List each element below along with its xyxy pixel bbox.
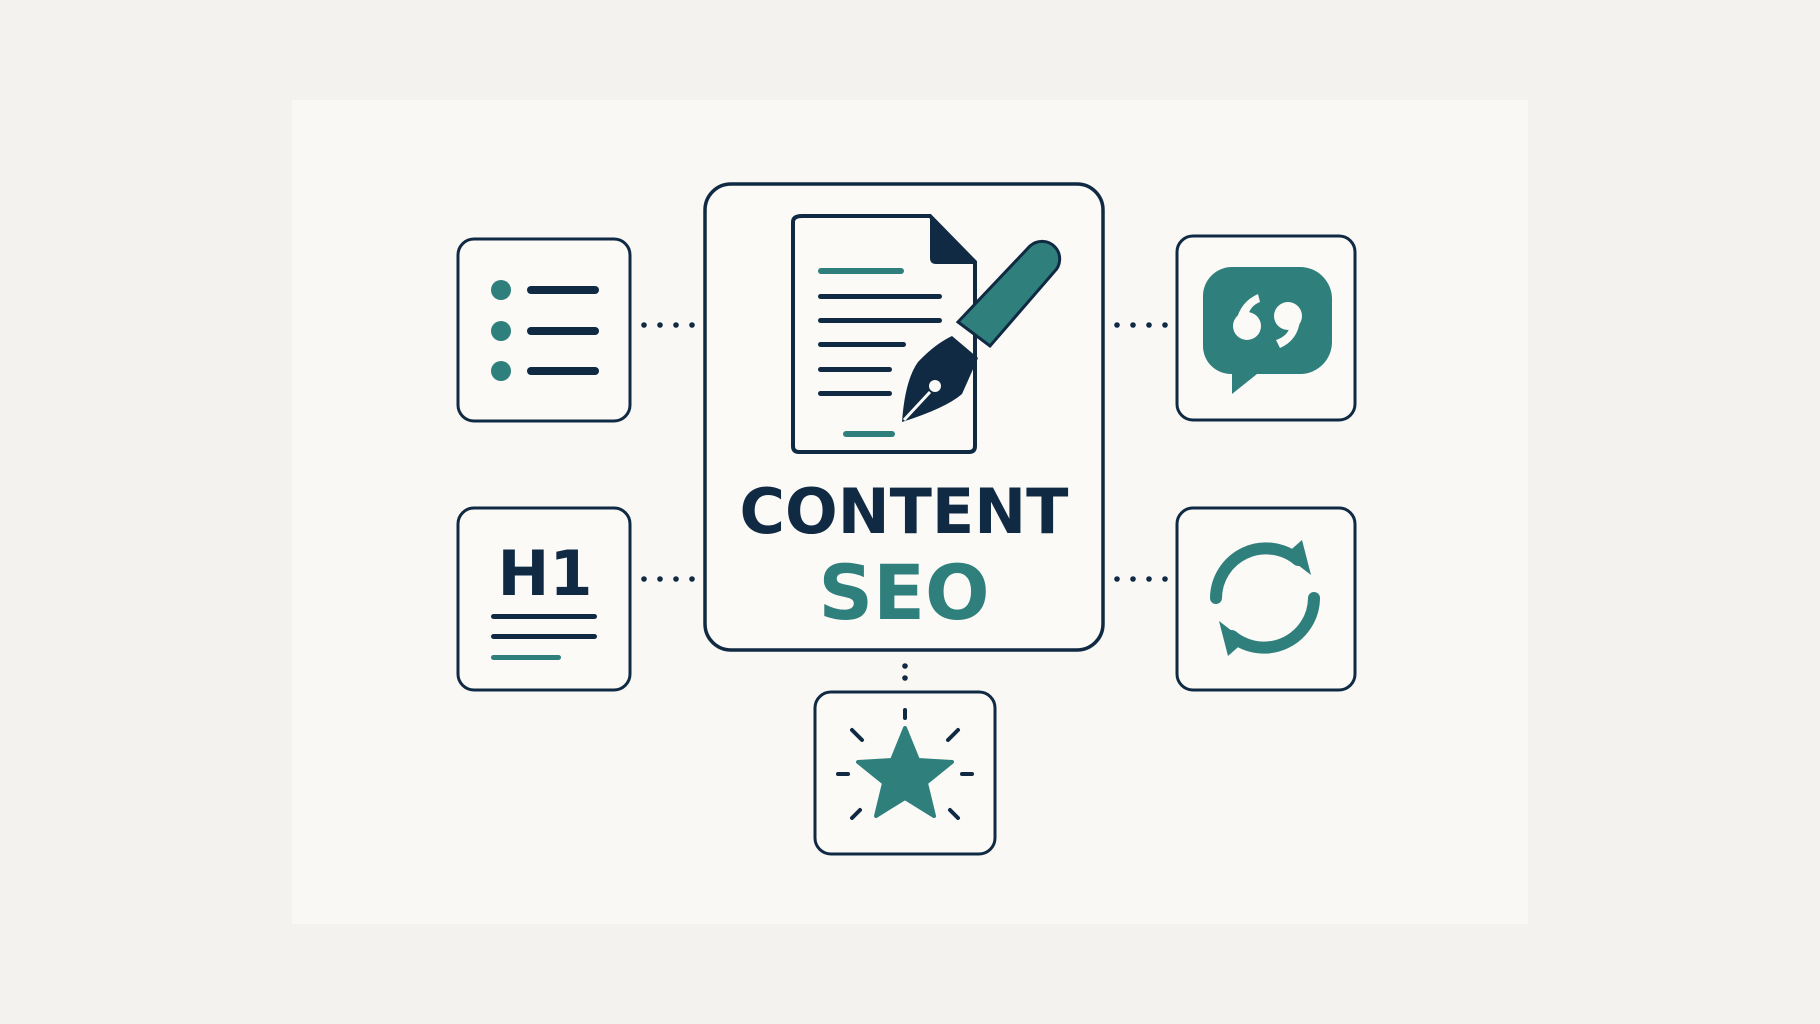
hub-title-line2: SEO	[818, 548, 989, 637]
connector-right-top	[1114, 322, 1168, 328]
heading-h1-icon: H1	[491, 537, 597, 660]
refresh-cycle-icon	[1210, 542, 1320, 654]
hub-card: CONTENT SEO	[703, 182, 1105, 652]
star-burst-icon	[836, 708, 974, 820]
card-star	[813, 690, 997, 856]
document-with-pen-icon	[791, 214, 1062, 454]
connector-bottom	[902, 663, 908, 681]
heading-h1-label: H1	[497, 537, 592, 610]
refresh-arrowhead-top	[1285, 540, 1311, 575]
card-quote	[1175, 234, 1357, 422]
connector-left-bottom	[641, 576, 695, 582]
refresh-arrowhead-bottom	[1219, 621, 1245, 656]
bullet-list-icon	[491, 280, 599, 381]
card-heading: H1	[456, 506, 632, 692]
connector-right-bottom	[1114, 576, 1168, 582]
connector-left-top	[641, 322, 695, 328]
quote-bubble-icon	[1203, 267, 1332, 394]
hub-title-line1: CONTENT	[740, 475, 1069, 548]
card-bullet-list	[456, 237, 632, 423]
card-refresh	[1175, 506, 1357, 692]
connector-dots	[641, 322, 1168, 681]
